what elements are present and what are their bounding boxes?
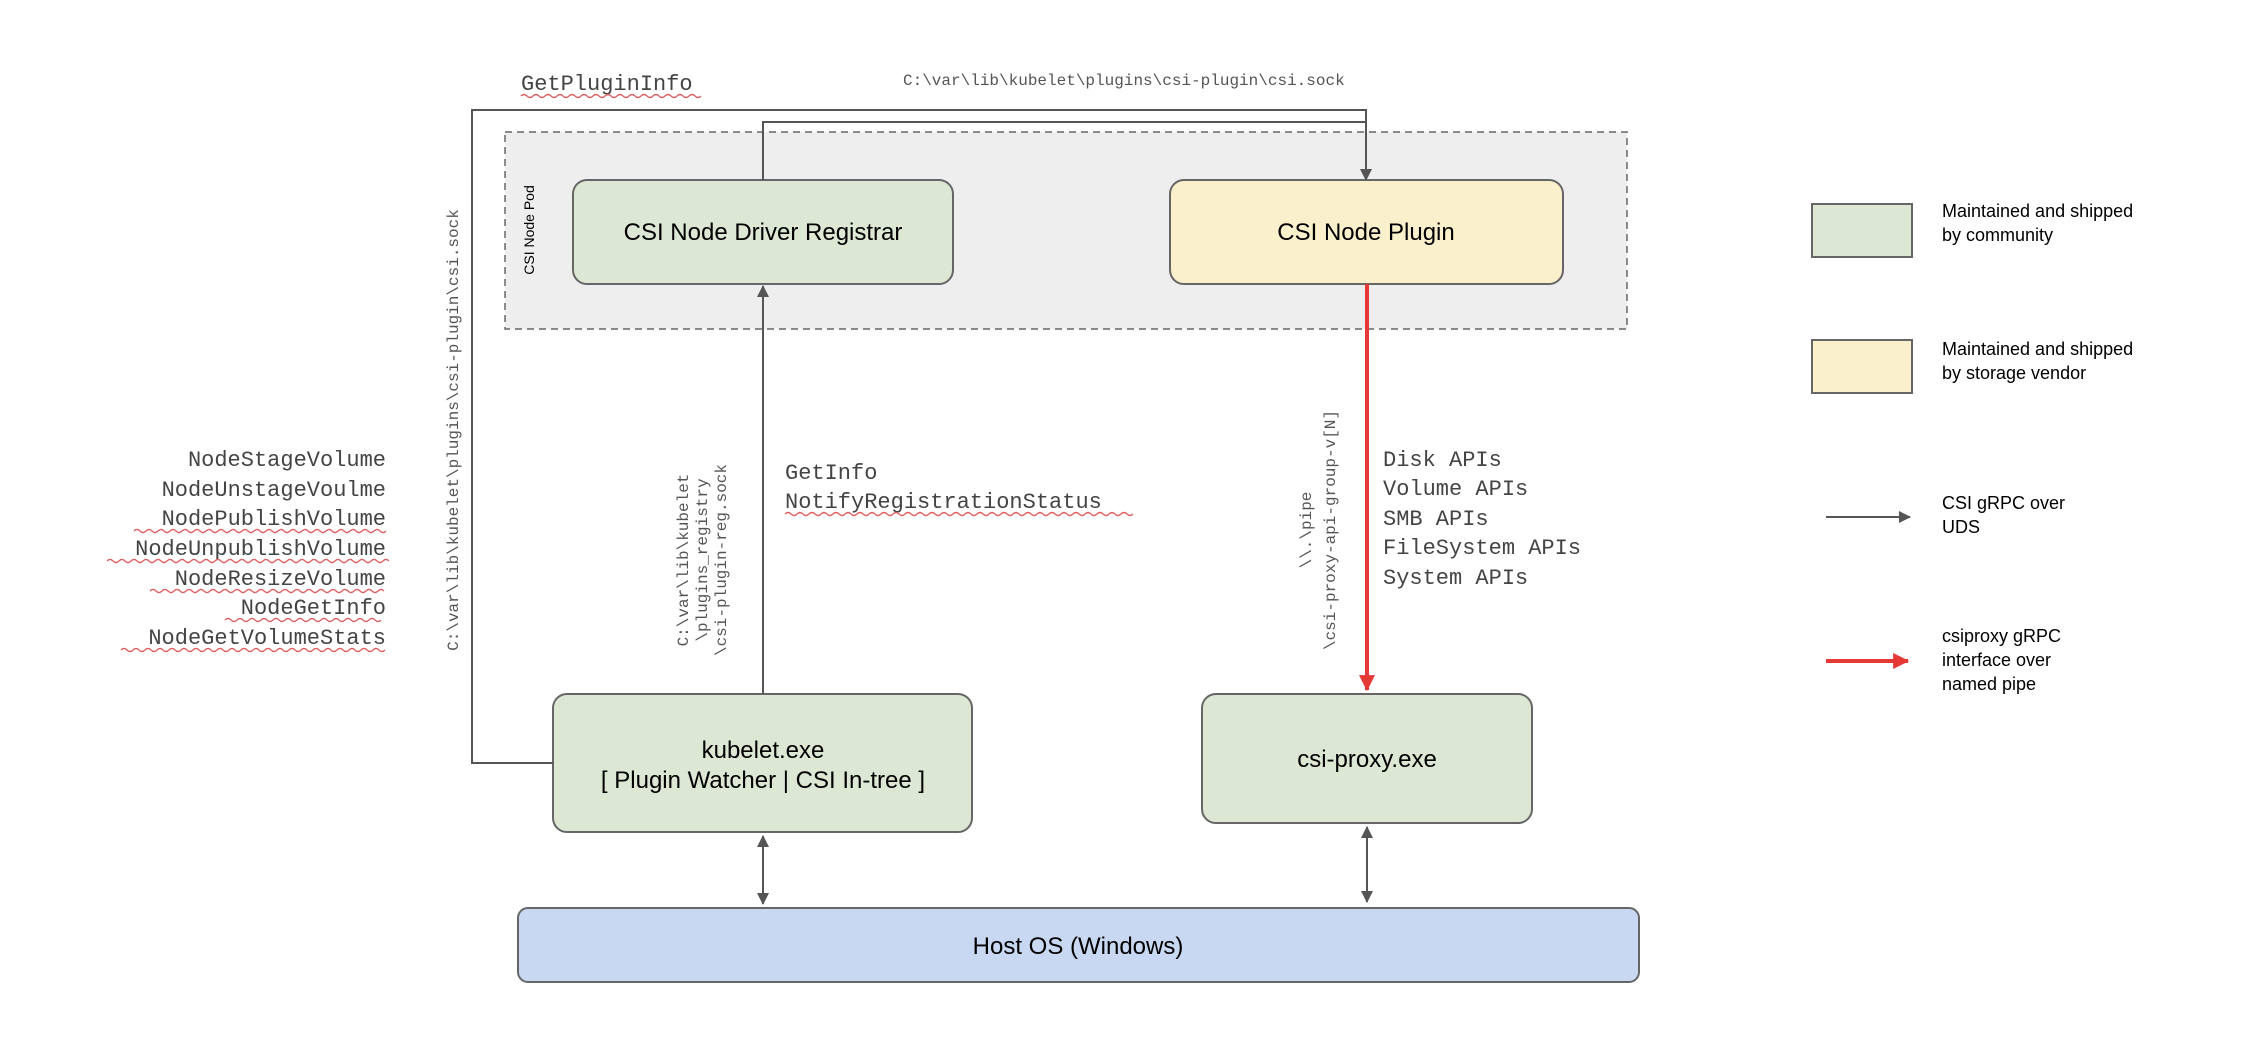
node-calls-list: NodeStageVolume NodeUnstageVoulme NodePu…: [106, 448, 390, 653]
api-system: System APIs: [1383, 566, 1528, 591]
legend: Maintained and shipped by community Main…: [1811, 201, 2133, 694]
reg-socket-path-line2: \plugins_registry: [694, 478, 712, 642]
api-filesystem: FileSystem APIs: [1383, 536, 1581, 561]
spellcheck-underline: [133, 528, 387, 534]
legend-vendor-line1: Maintained and shipped: [1942, 339, 2133, 359]
kubelet-sublabel: [ Plugin Watcher | CSI In-tree ]: [601, 767, 925, 794]
spellcheck-underline: [149, 588, 385, 594]
node-plugin-label: CSI Node Plugin: [1277, 219, 1454, 246]
left-socket-path: C:\var\lib\kubelet\plugins\csi-plugin\cs…: [445, 209, 463, 651]
spellcheck-underline: [520, 93, 702, 99]
api-disk: Disk APIs: [1383, 448, 1502, 473]
spellcheck-underline: [120, 647, 386, 653]
legend-grpc-line2: UDS: [1942, 517, 1980, 537]
kubelet-label: kubelet.exe: [702, 737, 825, 764]
call-node-publish-volume: NodePublishVolume: [162, 507, 386, 532]
pipe-path-line2: \csi-proxy-api-group-v[N]: [1322, 410, 1340, 650]
legend-community-swatch: [1811, 203, 1913, 258]
call-node-unpublish-volume: NodeUnpublishVolume: [135, 537, 386, 562]
legend-pipe-line2: interface over: [1942, 650, 2051, 670]
legend-community-line2: by community: [1942, 225, 2053, 245]
registrar-label: CSI Node Driver Registrar: [624, 219, 903, 246]
csi-proxy-label: csi-proxy.exe: [1297, 746, 1437, 773]
call-node-get-info: NodeGetInfo: [241, 596, 386, 621]
get-plugin-info-connector: [471, 109, 1372, 764]
call-node-stage-volume: NodeStageVolume: [188, 448, 386, 473]
api-volume: Volume APIs: [1383, 477, 1528, 502]
host-os-box: [517, 907, 1640, 983]
api-smb: SMB APIs: [1383, 507, 1489, 532]
legend-grpc-line1: CSI gRPC over: [1942, 493, 2065, 513]
legend-community-line1: Maintained and shipped: [1942, 201, 2133, 221]
reg-socket-path-line3: \csi-plugin-reg.sock: [713, 464, 731, 656]
legend-vendor-line2: by storage vendor: [1942, 363, 2086, 383]
legend-pipe-line3: named pipe: [1942, 674, 2036, 694]
spellcheck-underline: [224, 617, 382, 623]
pipe-path-line1: \\.\pipe: [1298, 492, 1316, 569]
reg-socket-path-line1: C:\var\lib\kubelet: [675, 474, 693, 647]
get-plugin-info-label: GetPluginInfo: [521, 72, 693, 97]
call-getinfo: GetInfo: [785, 461, 877, 486]
host-os-label: Host OS (Windows): [973, 933, 1184, 960]
call-node-resize-volume: NodeResizeVolume: [175, 567, 386, 592]
call-notify-registration-status: NotifyRegistrationStatus: [785, 490, 1102, 515]
csi-node-pod-label: CSI Node Pod: [521, 185, 537, 275]
spellcheck-underline: [106, 558, 390, 564]
call-node-unstage-volume: NodeUnstageVoulme: [162, 478, 386, 503]
registrar-socket-connector: [762, 121, 1366, 180]
legend-pipe-line1: csiproxy gRPC: [1942, 626, 2061, 646]
top-socket-path: C:\var\lib\kubelet\plugins\csi-plugin\cs…: [903, 72, 1345, 90]
spellcheck-underline: [784, 511, 1134, 517]
legend-vendor-swatch: [1811, 339, 1913, 394]
call-node-get-volume-stats: NodeGetVolumeStats: [148, 626, 386, 651]
csi-proxy-box: [1201, 693, 1533, 824]
